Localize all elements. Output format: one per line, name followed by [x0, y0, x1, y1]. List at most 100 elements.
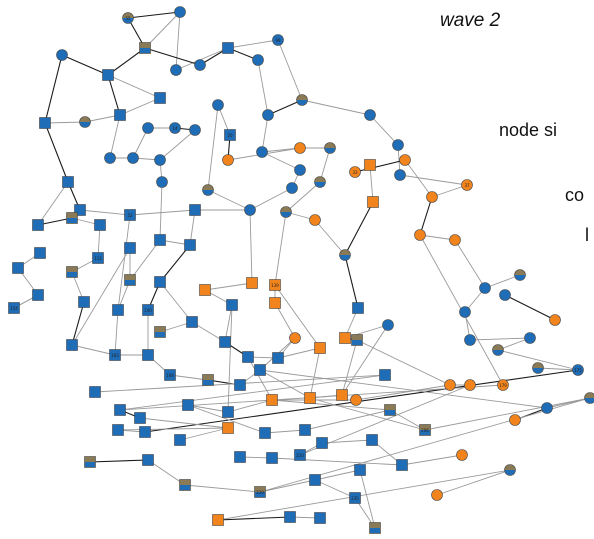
graph-node: [79, 116, 91, 128]
node-label: 99: [275, 38, 281, 43]
graph-node: 14: [169, 122, 181, 134]
graph-node: [246, 277, 258, 289]
node-label: 163: [111, 353, 119, 358]
graph-edge: [359, 469, 376, 529]
graph-node: [456, 449, 468, 461]
graph-edge: [44, 54, 63, 124]
node-label: 139: [271, 283, 279, 288]
graph-edge: [369, 164, 375, 203]
graph-edge: [249, 209, 254, 284]
graph-edge: [113, 309, 119, 356]
node-label: 168: [166, 373, 174, 378]
graph-node: 229: [254, 486, 266, 498]
graph-node: [504, 464, 516, 476]
graph-node: [272, 352, 284, 364]
graph-node: [222, 42, 234, 54]
graph-node: [354, 464, 366, 476]
graph-node: [269, 297, 281, 309]
graph-edge: [217, 516, 291, 521]
graph-node: 139: [269, 279, 281, 291]
node-label: 14: [172, 126, 178, 131]
graph-node: [414, 229, 426, 241]
graph-edge: [344, 254, 359, 309]
graph-edge: [71, 344, 116, 357]
graph-edge: [249, 187, 293, 211]
graph-edge: [175, 47, 229, 71]
graph-edge: [259, 478, 316, 493]
graph-node: [266, 452, 278, 464]
graph-edge: [247, 356, 273, 401]
graph-node: 163: [109, 349, 121, 361]
graph-node: [304, 392, 316, 404]
graph-node: [449, 234, 461, 246]
graph-node: [364, 109, 376, 121]
graph-node: [284, 511, 296, 523]
graph-node: 52: [124, 209, 136, 221]
graph-edge: [227, 399, 273, 413]
graph-node: [254, 364, 266, 376]
graph-edge: [144, 47, 201, 66]
graph-edge: [454, 239, 486, 289]
graph-node: [66, 339, 78, 351]
graph-edge: [139, 417, 229, 430]
graph-node: [194, 59, 206, 71]
graph-edge: [504, 294, 556, 321]
graph-edge: [314, 468, 361, 481]
graph-node: [426, 191, 438, 203]
graph-node: [78, 296, 90, 308]
graph-node: [314, 342, 326, 354]
graph-node: [464, 334, 476, 346]
graph-edge: [341, 339, 358, 396]
graph-edge: [44, 121, 86, 125]
graph-node: [256, 146, 268, 158]
graph-edge: [277, 346, 321, 359]
graph-edge: [484, 274, 521, 289]
graph-node: [459, 306, 471, 318]
graph-edge: [117, 427, 229, 432]
graph-edge: [127, 11, 181, 19]
graph-node: [352, 302, 364, 314]
graph-node: [299, 424, 311, 436]
node-label: 33: [352, 170, 358, 175]
graph-edge: [169, 374, 209, 382]
graph-node: [56, 49, 68, 61]
graph-node: [584, 392, 594, 404]
graph-edge: [273, 211, 287, 286]
graph-node: [351, 334, 363, 346]
graph-edge: [257, 59, 270, 116]
graph-edge: [401, 453, 463, 466]
graph-edge: [61, 54, 109, 76]
graph-node: [170, 64, 182, 76]
graph-node: 33: [349, 166, 361, 178]
graph-edge: [44, 122, 69, 183]
graph-node: [324, 142, 336, 154]
graph-node: [89, 386, 101, 398]
graph-edge: [260, 114, 269, 153]
graph-edge: [158, 181, 163, 241]
legend-fragment: co: [565, 185, 585, 205]
graph-edge: [424, 396, 591, 431]
graph-edge: [369, 114, 399, 146]
graph-node: [174, 6, 186, 18]
graph-node: [399, 154, 411, 166]
graph-node: [514, 269, 526, 281]
graph-edge: [89, 459, 149, 463]
graph-node: [114, 404, 126, 416]
graph-edge: [309, 397, 426, 431]
graph-edge: [71, 247, 131, 346]
graph-edge: [217, 469, 511, 522]
graph-node: [142, 454, 154, 466]
graph-node: 175: [572, 364, 584, 376]
graph-edge: [419, 196, 433, 236]
graph-node: [124, 274, 136, 286]
graph-node: [532, 362, 544, 374]
graph-node: 235: [349, 492, 361, 504]
graph-edge: [187, 404, 229, 414]
graph-node: [32, 289, 44, 301]
graph-edge: [227, 38, 279, 49]
node-label: 229: [256, 490, 264, 495]
graph-edge: [399, 174, 468, 187]
graph-edge: [261, 151, 301, 171]
graph-node: [524, 332, 536, 344]
graph-node: [212, 99, 224, 111]
